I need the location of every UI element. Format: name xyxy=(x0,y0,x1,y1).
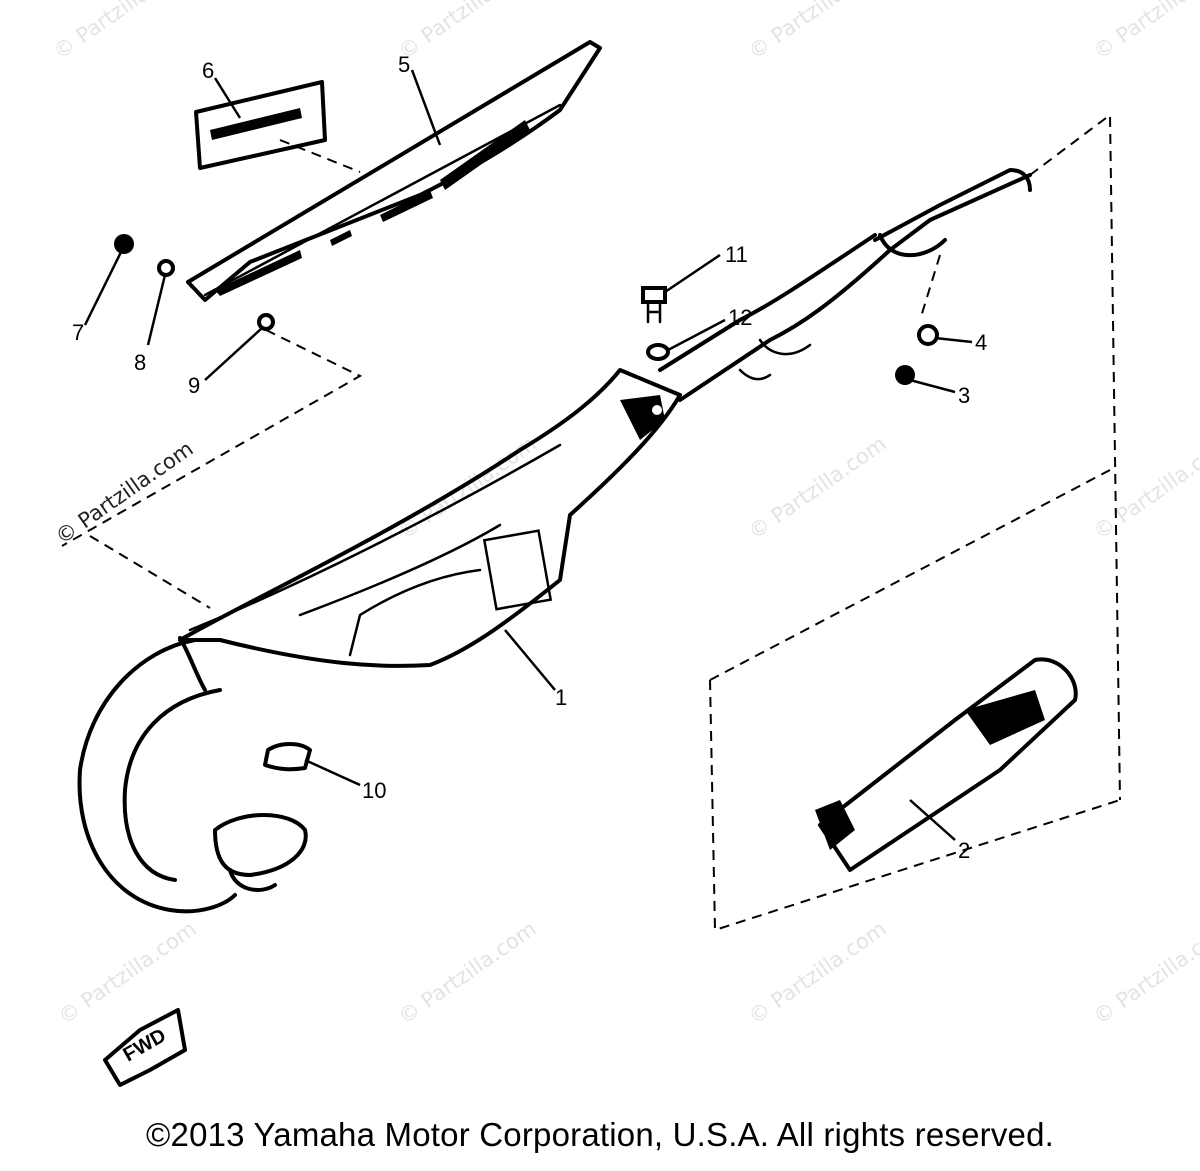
watermark: © Partzilla.com xyxy=(394,916,541,1029)
callout-10: 10 xyxy=(362,778,386,803)
callout-7: 7 xyxy=(72,320,84,345)
nuts-3-4 xyxy=(895,324,939,385)
fwd-arrow: FWD xyxy=(103,1008,187,1087)
callout-numbers: 1 2 3 4 5 6 7 8 9 10 11 12 xyxy=(72,52,987,863)
watermark-diagonal: © Partzilla.com xyxy=(51,436,198,549)
watermark: © Partzilla.com xyxy=(1089,431,1200,544)
pipe-guide-line xyxy=(89,535,211,609)
decal-sticker-part xyxy=(194,80,327,170)
watermark: © Partzilla.com xyxy=(49,0,196,64)
callout-3: 3 xyxy=(958,383,970,408)
copyright-notice: ©2013 Yamaha Motor Corporation, U.S.A. A… xyxy=(146,1116,1054,1153)
callout-1: 1 xyxy=(555,685,567,710)
silencer-guide-line xyxy=(709,469,1121,932)
silencer-part xyxy=(815,657,1078,872)
callout-11: 11 xyxy=(725,242,748,267)
callout-6: 6 xyxy=(202,58,214,83)
watermark: © Partzilla.com xyxy=(394,431,541,544)
watermark: © Partzilla.com xyxy=(744,916,891,1029)
callout-leaders xyxy=(83,69,973,841)
callout-5: 5 xyxy=(398,52,410,77)
callout-4: 4 xyxy=(975,330,987,355)
hardware-7-8-9 xyxy=(114,234,275,331)
callout-12: 12 xyxy=(728,305,752,330)
tail-pipe xyxy=(658,168,1032,402)
expansion-chamber-part xyxy=(77,368,682,914)
bolt-washer-11-12 xyxy=(641,286,670,361)
watermark: © Partzilla.com xyxy=(394,0,541,64)
watermark: © Partzilla.com xyxy=(744,431,891,544)
fwd-label: FWD xyxy=(120,1025,170,1067)
gasket-part xyxy=(263,742,312,772)
watermark: © Partzilla.com xyxy=(1089,916,1200,1029)
shield-guide-line xyxy=(61,329,363,547)
watermark: © Partzilla.com xyxy=(744,0,891,64)
watermark: © Partzilla.com xyxy=(1089,0,1200,64)
callout-8: 8 xyxy=(134,350,146,375)
decal-guide-line xyxy=(279,139,361,173)
tail-guide-line xyxy=(919,254,941,321)
callout-2: 2 xyxy=(958,838,970,863)
callout-9: 9 xyxy=(188,373,200,398)
heat-shield-part xyxy=(186,40,602,302)
watermark-grid: © Partzilla.com © Partzilla.com © Partzi… xyxy=(49,0,1200,1029)
